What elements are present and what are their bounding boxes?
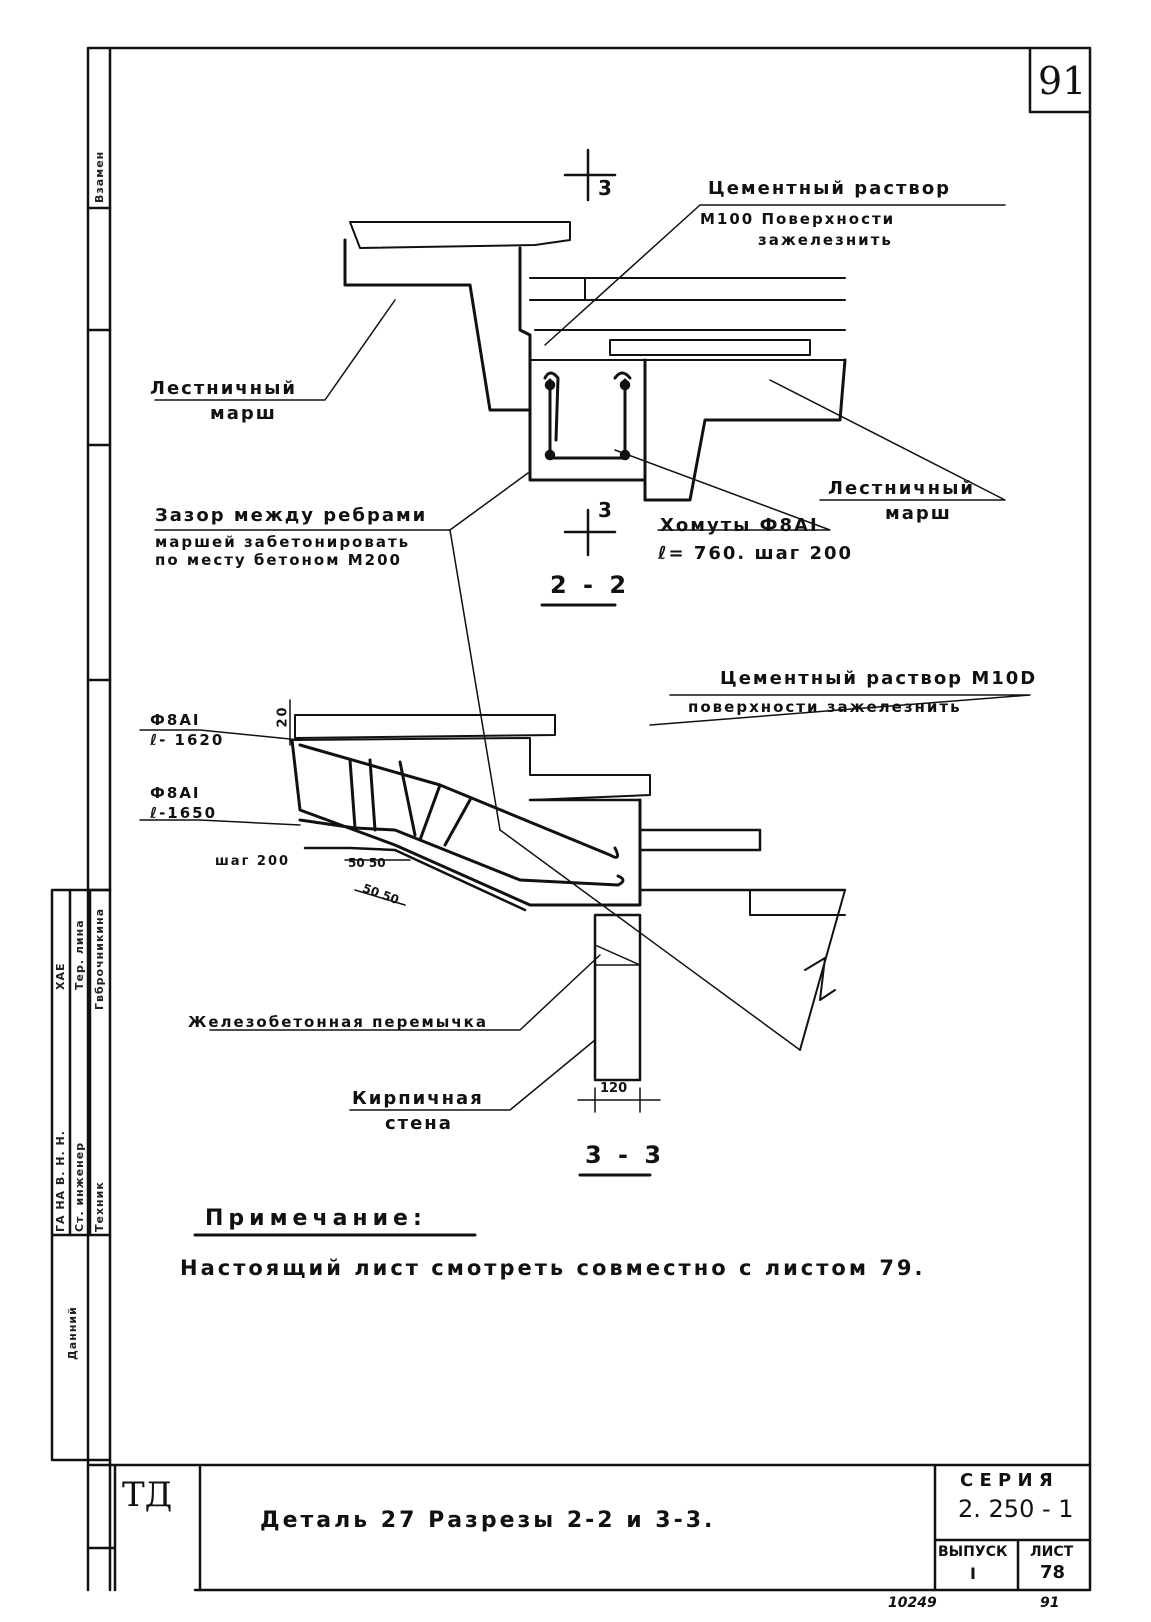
- title-block-mark: ТД: [122, 1475, 173, 1515]
- side-stamp-col2: ХАЕ: [54, 962, 67, 990]
- cut-mark-top-2-2: 3: [598, 176, 616, 200]
- rebar-2-label-line1: Ф8АI: [150, 784, 201, 802]
- dim-120: 120: [600, 1081, 628, 1096]
- side-stamp-col1: ГА НА В. Н. Н.: [54, 1130, 67, 1232]
- side-stamp-col2b: Тер. лина: [73, 919, 86, 990]
- side-stamp-col1c: Техник: [93, 1181, 106, 1232]
- stair-flight-left-line2: марш: [210, 403, 277, 424]
- sheet-value: 78: [1040, 1562, 1066, 1583]
- stirrups-label-line1: Хомуты Ф8АI: [660, 515, 819, 536]
- sheet-label: ЛИСТ: [1030, 1544, 1074, 1560]
- sheet-number-box: [1028, 46, 1092, 114]
- title-block-frame: [86, 1463, 1092, 1592]
- gap-note-line3: по месту бетоном М200: [155, 551, 402, 569]
- side-stamp-bottom: Данний: [66, 1306, 79, 1360]
- dim-20: 20: [275, 705, 291, 728]
- series-label: С Е Р И Я: [960, 1470, 1053, 1491]
- series-value: 2. 250 - 1: [958, 1495, 1074, 1523]
- issue-value: I: [970, 1564, 976, 1583]
- rebar-1-label-line2: ℓ- 1620: [150, 731, 225, 749]
- footer-right-number: 91: [1040, 1595, 1060, 1611]
- title-block-title: Деталь 27 Разрезы 2-2 и 3-3.: [260, 1508, 716, 1533]
- brick-wall-label-line2: стена: [385, 1113, 453, 1134]
- section-3-3-title: 3 - 3: [585, 1141, 666, 1169]
- stirrups-label-line2: ℓ= 760. шаг 200: [658, 543, 854, 564]
- side-stamp-col1b: Ст. инженер: [73, 1141, 86, 1232]
- sheet-number: 91: [1038, 59, 1087, 103]
- cement-mortar-label-line1: Цементный раствор: [708, 178, 952, 199]
- rebar-1-label-line1: Ф8АI: [150, 711, 201, 729]
- step-label: шаг 200: [215, 854, 291, 869]
- cement-mortar-3-3-line2: поверхности зажелезнить: [688, 698, 962, 716]
- section-3-3-drawing: [139, 529, 1031, 1177]
- issue-label: ВЫПУСК: [938, 1544, 1008, 1560]
- stair-flight-right-line1: Лестничный: [828, 478, 975, 499]
- gap-note-line2: маршей забетонировать: [155, 533, 411, 551]
- rebar-2-label-line2: ℓ-1650: [150, 804, 218, 822]
- lintel-label: Железобетонная перемычка: [188, 1013, 488, 1031]
- footer-left-number: 10249: [888, 1595, 937, 1611]
- brick-wall-label-line1: Кирпичная: [352, 1088, 484, 1109]
- cement-mortar-label-line2: М100 Поверхности: [700, 210, 896, 228]
- cement-mortar-label-line3: зажелезнить: [758, 231, 893, 249]
- side-stamp-replaced: Взамен: [93, 150, 106, 203]
- note-heading: Примечание:: [205, 1206, 427, 1231]
- cement-mortar-3-3-line1: Цементный раствор М10D: [720, 668, 1038, 689]
- section-2-2-title: 2 - 2: [550, 571, 631, 599]
- stair-flight-left-line1: Лестничный: [150, 378, 297, 399]
- gap-note-line1: Зазор между ребрами: [155, 505, 428, 526]
- cut-mark-bottom-2-2: 3: [598, 498, 616, 522]
- section-2-2-drawing: [154, 148, 1006, 607]
- side-stamp-col2c: Гвброчникина: [93, 907, 106, 1010]
- sheet-frame: [86, 46, 1092, 1592]
- note-text: Настоящий лист смотреть совместно с лист…: [180, 1256, 926, 1280]
- stair-flight-right-line2: марш: [885, 503, 952, 524]
- dim-50-50-a: 50 50: [348, 856, 386, 870]
